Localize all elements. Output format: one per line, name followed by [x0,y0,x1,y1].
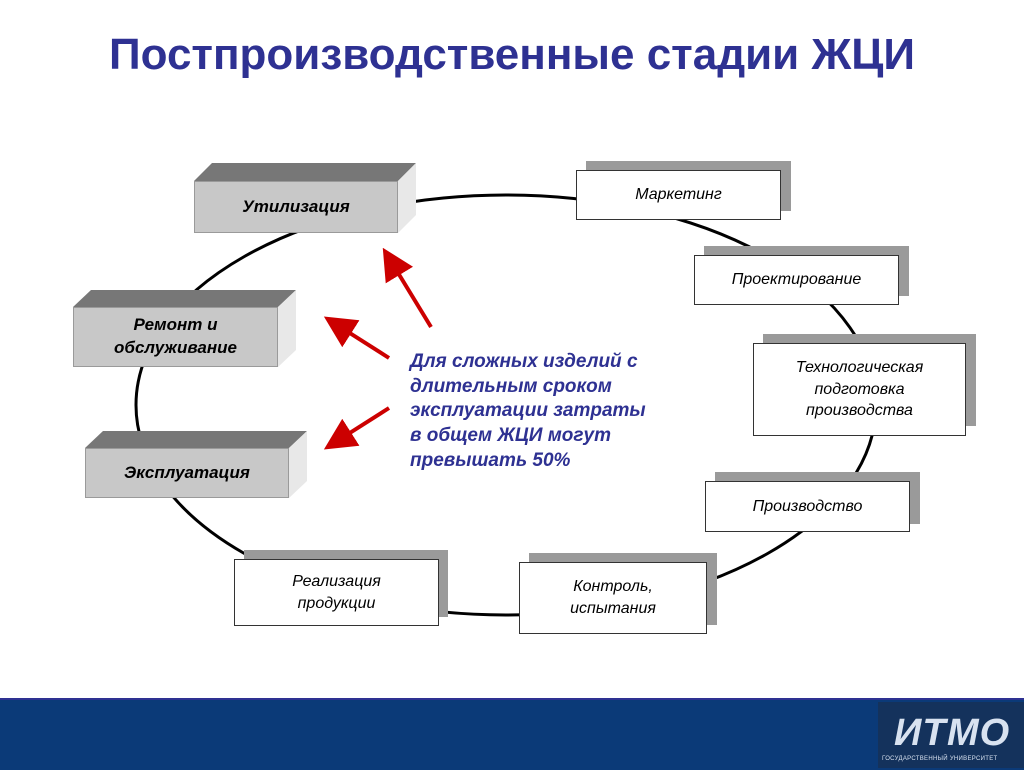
box-3d-top [194,163,416,181]
logo-subtitle: ГОСУДАРСТВЕННЫЙ УНИВЕРСИТЕТ [882,756,998,762]
stage-product-sales: Реализация продукции [234,559,439,626]
stage-tech-preparation: Технологическая подготовка производства [753,343,966,436]
box-3d-top [85,431,307,448]
red-arrow [382,247,433,329]
stage-operation: Эксплуатация [85,448,289,498]
slide-title: Постпроизводственные стадии ЖЦИ [109,30,915,79]
stage-control-testing: Контроль, испытания [519,562,707,634]
stage-design: Проектирование [694,255,899,305]
itmo-logo: ИТМО ГОСУДАРСТВЕННЫЙ УНИВЕРСИТЕТ [878,702,1024,768]
stage-marketing: Маркетинг [576,170,781,220]
box-3d-side [278,290,296,367]
logo-text: ИТМО [894,712,1011,754]
box-3d-side [398,163,416,233]
stage-production: Производство [705,481,910,532]
stage-disposal: Утилизация [194,181,398,233]
box-3d-top [73,290,296,307]
box-3d-side [289,431,307,498]
red-arrow [323,406,391,450]
footer-bar [0,698,1024,770]
stage-repair-maintenance: Ремонт и обслуживание [73,307,278,367]
red-arrow [323,316,391,360]
cost-note: Для сложных изделий с длительным сроком … [410,351,646,471]
